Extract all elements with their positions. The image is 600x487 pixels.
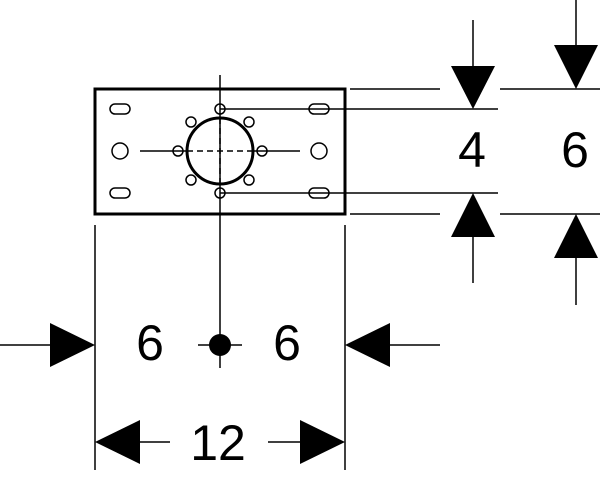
dim-label-inner-height: 4 [458,122,486,178]
dim-4-arrow-bottom [451,193,495,237]
dim-label-total-width: 12 [190,415,246,471]
dim-6-arrow-bottom [554,214,598,258]
center-point-dot [209,334,231,356]
screw-hole-bottom-right [243,174,255,186]
dim-4-arrow-top [451,66,495,109]
dim-label-outer-height: 6 [561,122,589,178]
dim-6-arrow-top [554,45,598,89]
screw-hole-top-right [243,116,255,128]
half-left-arrow [50,323,95,367]
dim-label-right-half: 6 [273,315,301,371]
screw-hole-right [256,145,268,157]
slot-top-left [109,103,131,115]
screw-hole-bottom-left [185,174,197,186]
dim-label-left-half: 6 [136,315,164,371]
total-arrow-right [300,420,345,464]
total-arrow-left [95,420,140,464]
screw-hole-left [172,145,184,157]
side-hole-right [310,142,328,160]
screw-hole-top-left [185,116,197,128]
half-right-arrow [345,323,390,367]
side-hole-left [111,142,129,160]
slot-bottom-left [109,187,131,199]
